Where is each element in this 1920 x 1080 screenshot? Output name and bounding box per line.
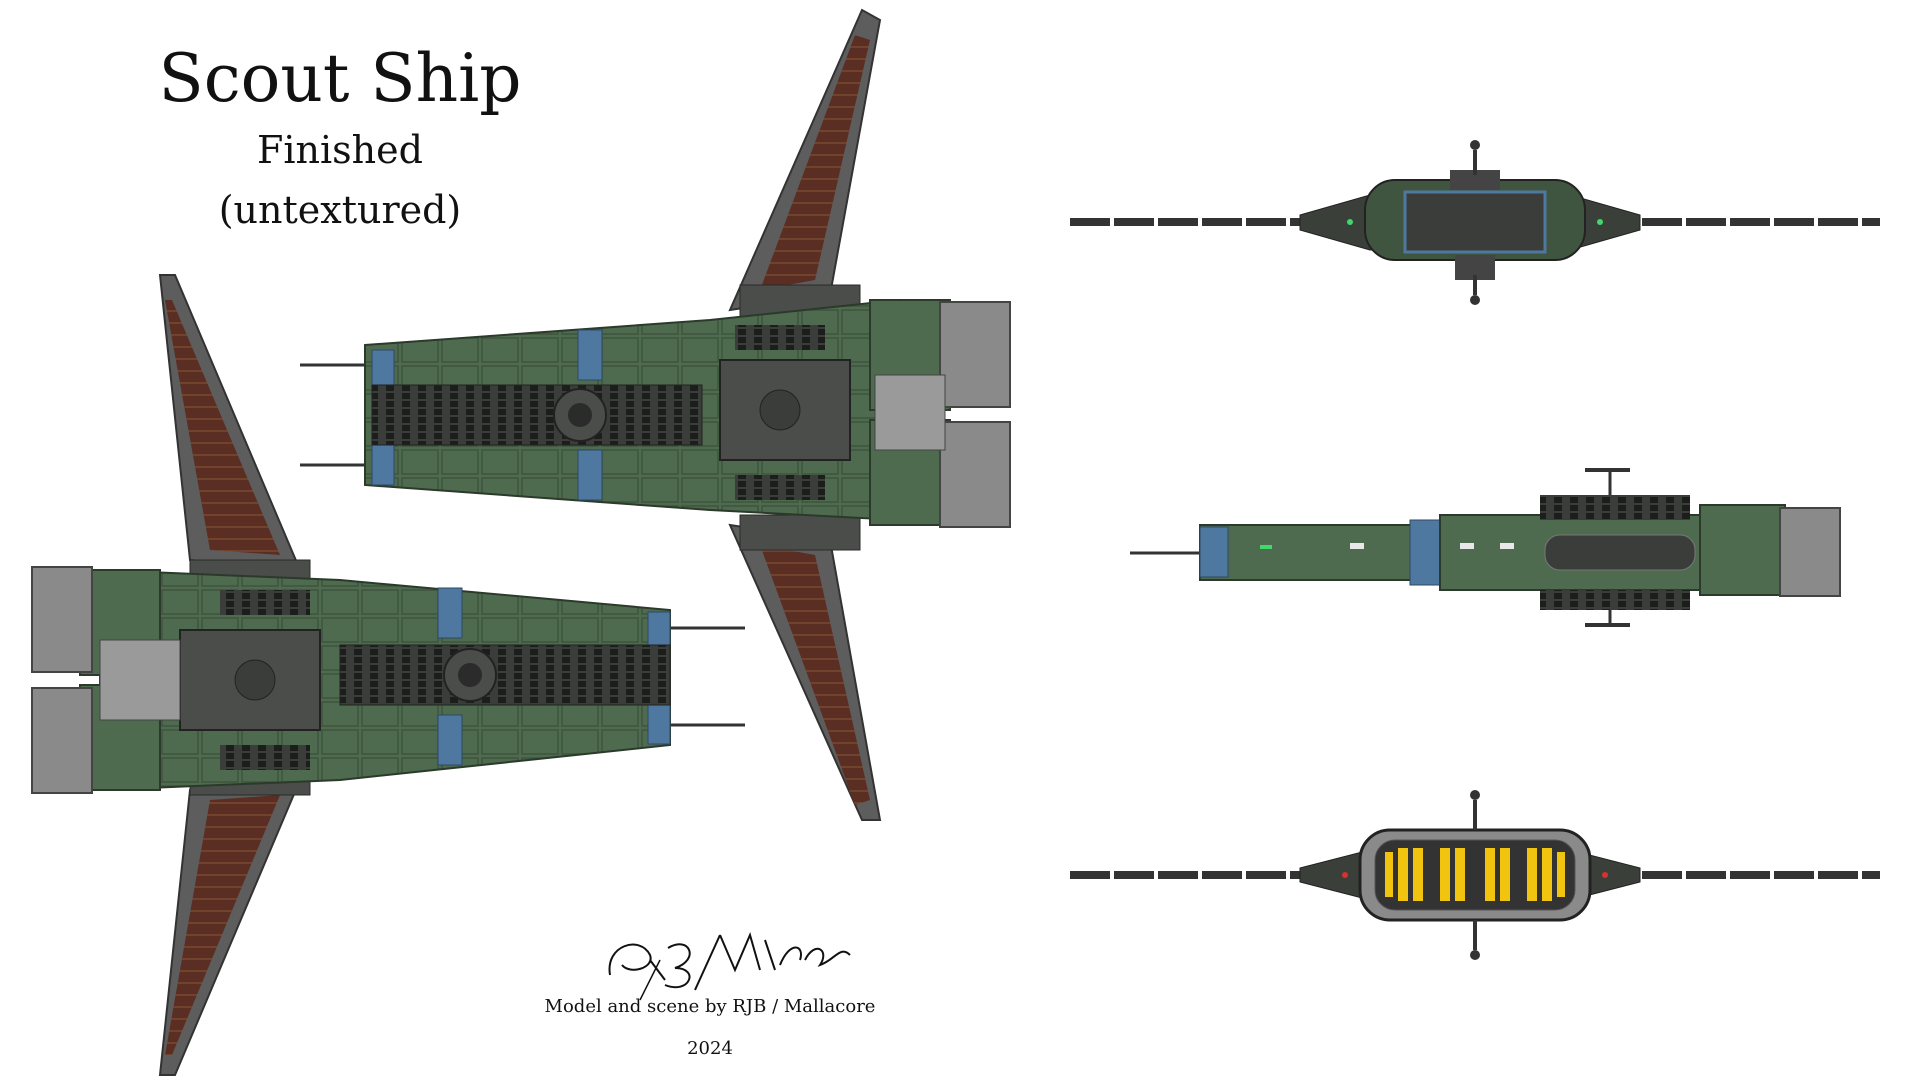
engine-nozzle — [939, 301, 1011, 408]
wing-panel — [165, 795, 280, 1055]
wing-panel — [165, 300, 280, 555]
engine-nozzle — [31, 566, 93, 673]
page-subtitle: Finished — [257, 128, 423, 172]
ship-top-view-upper — [300, 8, 1011, 821]
thruster-bank — [1385, 848, 1565, 901]
wing-panel — [760, 35, 870, 290]
engine-nozzle — [939, 421, 1011, 528]
wing-root — [739, 514, 861, 551]
engine-nozzle — [31, 687, 93, 794]
ship-top-view-lower — [31, 274, 745, 1076]
page-title: Scout Ship — [158, 40, 522, 117]
ship-front-view — [1070, 140, 1880, 305]
credit-text: Model and scene by RJB / Mallacore — [544, 996, 876, 1017]
ship-rear-view — [1070, 790, 1880, 960]
year-text: 2024 — [687, 1038, 733, 1059]
page-subtitle-note: (untextured) — [218, 188, 462, 232]
ship-side-view — [1130, 468, 1841, 627]
signature-logo — [608, 932, 851, 1001]
wing-panel — [760, 545, 870, 805]
